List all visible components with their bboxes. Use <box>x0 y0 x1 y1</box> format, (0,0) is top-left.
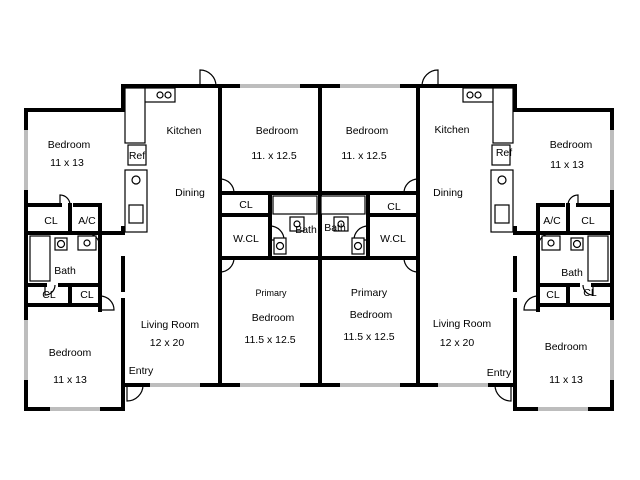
left-kitchen-label: Kitchen <box>166 125 201 137</box>
right-bedroom-bottom-name: Bedroom <box>545 341 588 353</box>
left-middle-bath-label: Bath <box>295 224 317 236</box>
right-closet-label-3: CL <box>583 287 597 299</box>
left-refrigerator-label: Ref <box>129 150 145 162</box>
door-swings <box>44 69 594 402</box>
right-middle-bath-label: Bath <box>324 222 346 234</box>
right-living-room-size: 12 x 20 <box>440 337 475 349</box>
left-primary-bedroom-name: Bedroom <box>252 312 295 324</box>
right-living-room-name: Living Room <box>433 318 492 330</box>
right-primary-tag: Primary <box>351 287 388 299</box>
left-bedroom-bottom-name: Bedroom <box>49 347 92 359</box>
right-bedroom-2-name: Bedroom <box>346 125 389 137</box>
windows <box>24 84 614 411</box>
right-closet-label-1: CL <box>581 215 595 227</box>
right-closet-label-2: CL <box>546 289 560 301</box>
right-bedroom-bottom-size: 11 x 13 <box>549 374 583 386</box>
right-bath-label: Bath <box>561 267 583 279</box>
right-primary-bedroom-size: 11.5 x 12.5 <box>343 331 394 343</box>
right-entry-label: Entry <box>487 367 512 379</box>
right-bedroom-top-name: Bedroom <box>550 139 593 151</box>
left-walk-in-closet-label: W.CL <box>233 233 259 245</box>
left-bedroom-2-size: 11. x 12.5 <box>251 150 296 162</box>
left-ac-label: A/C <box>78 215 96 227</box>
left-bedroom-2-name: Bedroom <box>256 125 299 137</box>
left-closet-label-3: CL <box>80 289 94 301</box>
left-bedroom-top-name: Bedroom <box>48 139 91 151</box>
left-primary-tag: Primary <box>256 288 287 298</box>
left-closet-label-2: CL <box>42 289 56 301</box>
right-ac-label: A/C <box>543 215 561 227</box>
right-refrigerator-label: Ref <box>496 147 512 159</box>
outer-walls <box>24 84 614 411</box>
right-walk-in-closet-label: W.CL <box>380 233 406 245</box>
right-primary-bedroom-name: Bedroom <box>350 309 393 321</box>
left-living-room-name: Living Room <box>141 319 200 331</box>
left-living-room-size: 12 x 20 <box>150 337 185 349</box>
left-entry-label: Entry <box>129 365 154 377</box>
fixtures <box>29 87 609 282</box>
room-labels: Kitchen Ref Dining Bedroom 11 x 13 CL A/… <box>42 124 597 386</box>
right-middle-closet-label: CL <box>387 201 401 213</box>
left-bath-label: Bath <box>54 265 76 277</box>
right-bedroom-top-size: 11 x 13 <box>550 159 584 171</box>
right-kitchen-label: Kitchen <box>434 124 469 136</box>
left-bedroom-bottom-size: 11 x 13 <box>53 374 87 386</box>
left-dining-label: Dining <box>175 187 205 199</box>
left-primary-bedroom-size: 11.5 x 12.5 <box>244 334 295 346</box>
right-bedroom-2-size: 11. x 12.5 <box>341 150 386 162</box>
left-closet-label-1: CL <box>44 215 58 227</box>
right-dining-label: Dining <box>433 187 463 199</box>
left-middle-closet-label: CL <box>239 199 253 211</box>
left-bedroom-top-size: 11 x 13 <box>50 157 84 169</box>
